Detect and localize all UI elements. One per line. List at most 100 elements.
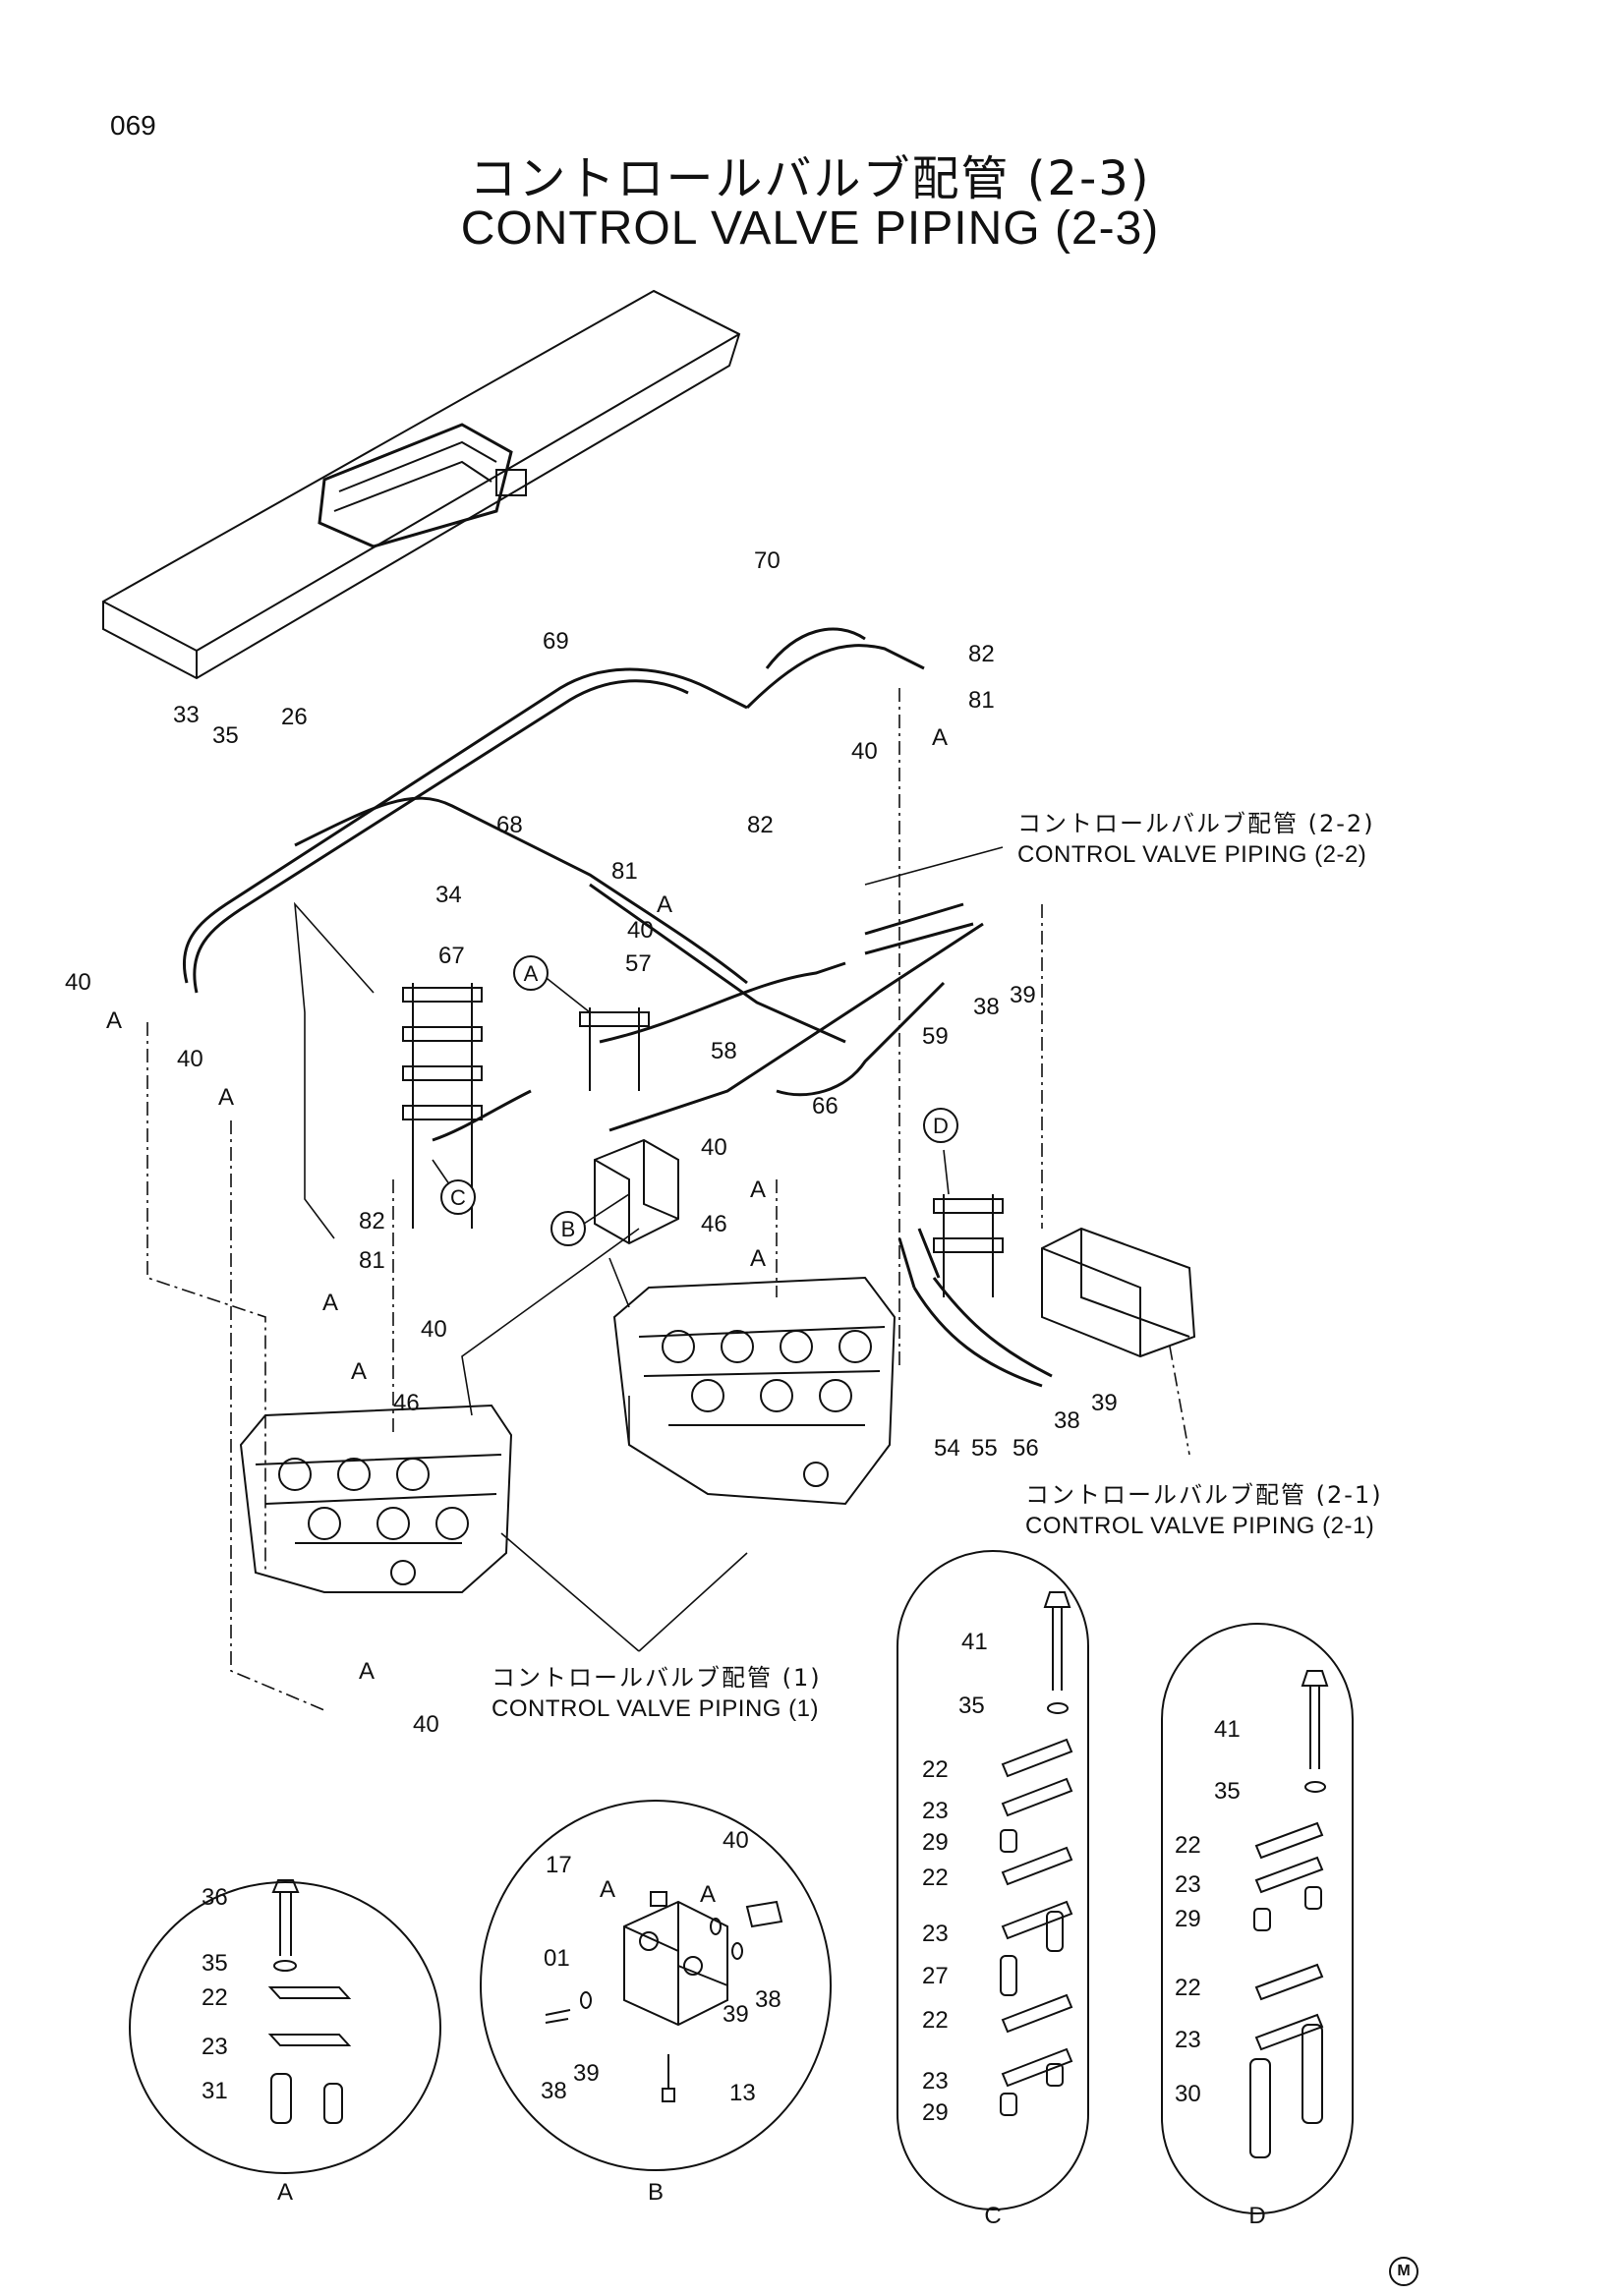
detail-d-oval: [1161, 1623, 1354, 2214]
part-number: 59: [922, 1023, 949, 1050]
part-number: 35: [1214, 1778, 1241, 1805]
part-number: 81: [611, 858, 638, 885]
part-number: 22: [922, 1756, 949, 1783]
part-number: 40: [723, 1827, 749, 1854]
part-number: 40: [421, 1316, 447, 1343]
detail-view-labels: A B C D: [277, 2179, 1266, 2229]
part-number: 81: [359, 1247, 385, 1274]
part-number: 82: [968, 641, 995, 667]
solid-leader-lines: [293, 846, 1004, 1652]
part-number: 29: [922, 2099, 949, 2126]
part-number: 46: [393, 1390, 420, 1416]
svg-text:B: B: [561, 1217, 576, 1241]
part-number: A: [700, 1881, 716, 1908]
detail-b-label: B: [648, 2179, 664, 2206]
part-number: 67: [438, 943, 465, 969]
part-number: 55: [971, 1435, 998, 1462]
part-number: 34: [435, 882, 462, 908]
part-number: 40: [851, 738, 878, 765]
part-number: 41: [961, 1629, 988, 1655]
part-number: 68: [496, 812, 523, 838]
part-number: 58: [711, 1038, 737, 1064]
main-part-numbers: 70 69 82 81 A 40 33 35 26 68 34 82 81 A …: [65, 547, 1118, 1738]
detail-c-label: C: [984, 2203, 1001, 2229]
part-number: 66: [812, 1093, 839, 1119]
part-number: 01: [544, 1945, 570, 1972]
part-number: 17: [546, 1852, 572, 1878]
part-number: 26: [281, 704, 308, 730]
part-number: A: [106, 1007, 122, 1034]
part-number: 38: [755, 1986, 781, 2013]
reference-note-2-2: コントロールバルブ配管 (2-2) CONTROL VALVE PIPING (…: [1017, 808, 1375, 871]
svg-text:C: C: [450, 1185, 466, 1210]
part-number: 40: [65, 969, 91, 996]
clamp-stack-a-main: [579, 1007, 650, 1091]
block-b-main: [594, 1138, 679, 1245]
detail-b-part-numbers: 17 A 40 A 01 39 38 38 39 13: [541, 1827, 781, 2106]
part-number: 23: [1175, 2027, 1201, 2053]
reference-note-1: コントロールバルブ配管 (1) CONTROL VALVE PIPING (1): [492, 1662, 822, 1725]
part-number: 38: [1054, 1407, 1080, 1434]
part-number: 22: [922, 2007, 949, 2034]
reference-note-en: CONTROL VALVE PIPING (2-2): [1017, 841, 1367, 868]
part-number: A: [600, 1876, 615, 1903]
detail-b-parts: [545, 1891, 783, 2102]
part-number: 35: [958, 1693, 985, 1719]
part-number: 69: [543, 628, 569, 655]
part-number: 82: [747, 812, 774, 838]
part-number: 23: [922, 1798, 949, 1824]
part-number: 22: [1175, 1832, 1201, 1859]
part-number: 56: [1012, 1435, 1039, 1462]
part-number: 38: [541, 2078, 567, 2104]
detail-balloons: A B C D: [440, 955, 958, 1246]
part-number: 22: [922, 1865, 949, 1891]
reference-note-jp: コントロールバルブ配管 (2-1): [1025, 1481, 1383, 1509]
part-number: 39: [1091, 1390, 1118, 1416]
balloon-c: C: [440, 1179, 476, 1215]
clamp-stack-d-main: [933, 1194, 1004, 1297]
part-number: 40: [177, 1046, 203, 1072]
page-number: 069: [110, 110, 156, 141]
pipe-lines: [182, 627, 1053, 1388]
detail-d-part-numbers: 41 35 22 23 29 22 23 30: [1175, 1716, 1241, 2107]
part-number: 38: [973, 994, 1000, 1020]
part-number: 41: [1214, 1716, 1241, 1743]
reference-note-en: CONTROL VALVE PIPING (1): [492, 1695, 819, 1722]
manifold-block: [1041, 1227, 1196, 1358]
leader-lines: [146, 688, 1190, 1711]
detail-d-label: D: [1248, 2203, 1265, 2229]
part-number: A: [322, 1290, 338, 1316]
part-number: 36: [202, 1884, 228, 1911]
balloon-b: B: [550, 1211, 586, 1246]
part-number: 29: [1175, 1906, 1201, 1932]
part-number: 70: [754, 547, 781, 574]
part-number: A: [750, 1245, 766, 1272]
detail-c-parts: [1000, 1591, 1073, 2116]
part-number: 27: [922, 1963, 949, 1989]
part-number: 22: [202, 1984, 228, 2011]
page-title-japanese: コントロールバルブ配管 (2-3): [469, 151, 1151, 206]
part-number: 39: [573, 2060, 600, 2087]
detail-a-circle: [129, 1881, 441, 2174]
control-valve-right: [612, 1276, 897, 1506]
control-valve-left: [239, 1404, 513, 1593]
part-number: A: [218, 1084, 234, 1111]
part-number: 40: [627, 917, 654, 944]
part-number: 40: [413, 1711, 439, 1738]
svg-text:D: D: [933, 1114, 949, 1138]
part-number: 23: [922, 1921, 949, 1947]
reference-note-2-1: コントロールバルブ配管 (2-1) CONTROL VALVE PIPING (…: [1025, 1479, 1383, 1542]
part-number: A: [932, 724, 948, 751]
upper-console-drawing: [102, 289, 741, 680]
part-number: 46: [701, 1211, 727, 1237]
part-number: A: [359, 1658, 375, 1685]
part-number: 39: [723, 2001, 749, 2028]
detail-c-part-numbers: 41 35 22 23 29 22 23 27 22 23 29: [922, 1629, 988, 2126]
part-number: 40: [701, 1134, 727, 1161]
part-number: 54: [934, 1435, 960, 1462]
part-number: 35: [212, 722, 239, 749]
svg-text:A: A: [524, 961, 539, 986]
part-number: 31: [202, 2078, 228, 2104]
detail-c-oval: [897, 1550, 1089, 2210]
